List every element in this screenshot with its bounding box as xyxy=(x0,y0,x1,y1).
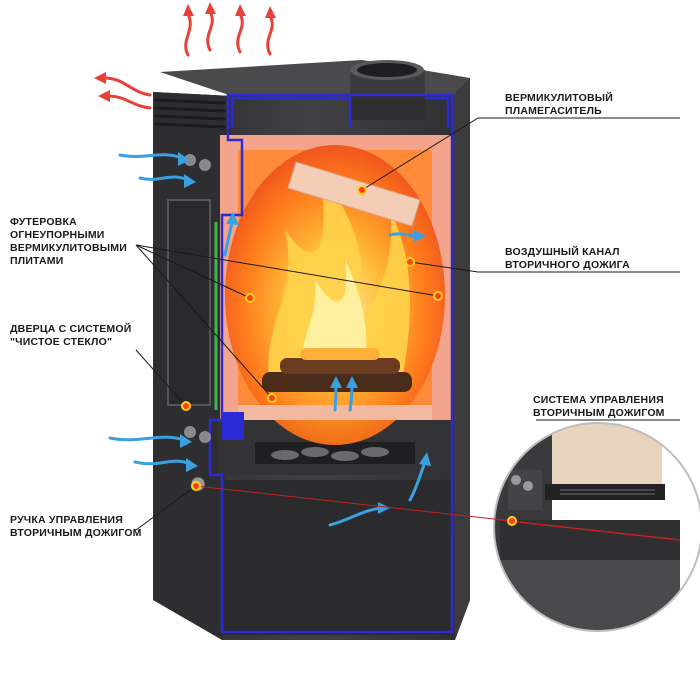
label-line: РУЧКА УПРАВЛЕНИЯ xyxy=(10,514,123,526)
label-control-system: СИСТЕМА УПРАВЛЕНИЯ ВТОРИЧНЫМ ДОЖИГОМ xyxy=(533,394,665,420)
flue-pipe xyxy=(350,60,425,120)
label-air-channel: ВОЗДУШНЫЙ КАНАЛ ВТОРИЧНОГО ДОЖИГА xyxy=(505,246,630,272)
label-line: ВЕРМИКУЛИТОВЫЙ xyxy=(505,92,613,104)
ash-grate xyxy=(255,442,415,464)
leader-lines xyxy=(135,117,680,531)
label-control-handle: РУЧКА УПРАВЛЕНИЯ ВТОРИЧНЫМ ДОЖИГОМ xyxy=(10,514,142,540)
zoom-inset xyxy=(493,422,700,632)
cutaway-section xyxy=(167,93,454,635)
label-line: СИСТЕМА УПРАВЛЕНИЯ xyxy=(533,394,664,406)
section-outline xyxy=(208,93,454,634)
label-line: ПЛИТАМИ xyxy=(10,255,64,267)
hot-air-arrow-icon xyxy=(94,2,276,110)
top-vent-slots xyxy=(154,98,226,129)
door-glass xyxy=(167,199,211,406)
callout-marker-icon xyxy=(181,185,517,526)
label-lining: ФУТЕРОВКА ОГНЕУПОРНЫМИ ВЕРМИКУЛИТОВЫМИ П… xyxy=(10,216,127,268)
label-line: "ЧИСТОЕ СТЕКЛО" xyxy=(10,336,113,348)
label-line: ВОЗДУШНЫЙ КАНАЛ xyxy=(505,246,620,258)
label-flame-damper: ВЕРМИКУЛИТОВЫЙ ПЛАМЕГАСИТЕЛЬ xyxy=(505,92,613,118)
label-line: ВТОРИЧНЫМ ДОЖИГОМ xyxy=(10,527,142,539)
label-line: ПЛАМЕГАСИТЕЛЬ xyxy=(505,105,602,117)
door-latches xyxy=(184,154,211,443)
cold-air-arrow-icon xyxy=(108,152,431,527)
label-line: ОГНЕУПОРНЫМИ xyxy=(10,229,105,241)
label-door: ДВЕРЦА С СИСТЕМОЙ "ЧИСТОЕ СТЕКЛО" xyxy=(10,323,131,349)
label-line: ФУТЕРОВКА xyxy=(10,216,77,228)
label-line: ВТОРИЧНОГО ДОЖИГА xyxy=(505,259,630,271)
label-line: ДВЕРЦА С СИСТЕМОЙ xyxy=(10,323,132,335)
label-line: ВЕРМИКУЛИТОВЫМИ xyxy=(10,242,127,254)
label-line: ВТОРИЧНЫМ ДОЖИГОМ xyxy=(533,407,665,419)
flame-damper-plate xyxy=(287,161,421,227)
